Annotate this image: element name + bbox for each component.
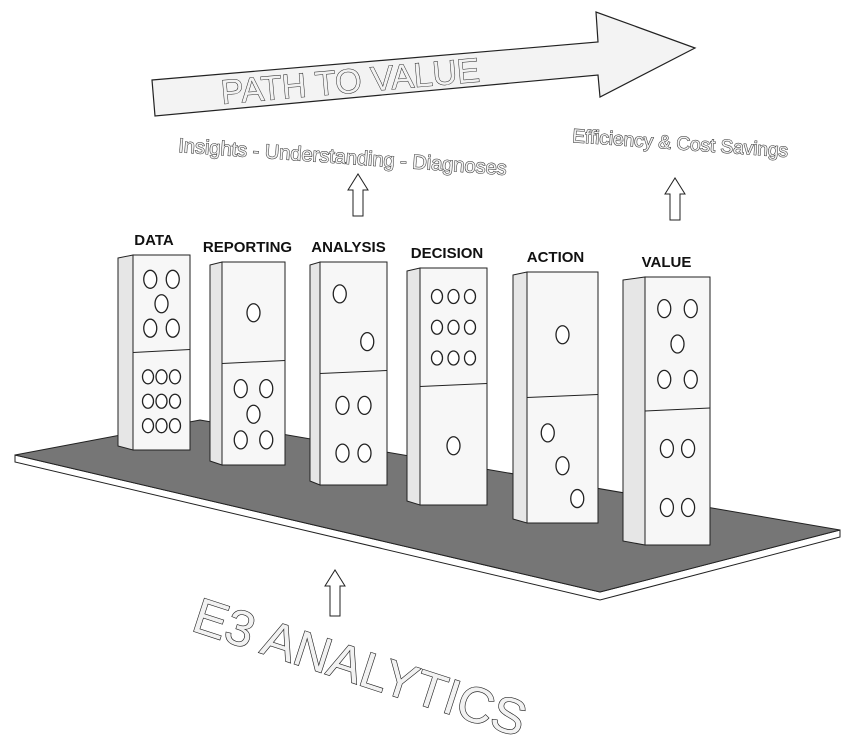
pip xyxy=(659,497,675,518)
pip xyxy=(165,318,180,338)
pip xyxy=(463,350,477,366)
pip xyxy=(168,418,182,434)
pip xyxy=(233,378,248,399)
domino-analysis: ANALYSIS xyxy=(309,239,388,486)
pip xyxy=(233,430,248,450)
pip xyxy=(360,331,375,352)
domino-side xyxy=(117,254,134,451)
domino-label: DECISION xyxy=(411,245,484,262)
domino-label: ANALYSIS xyxy=(311,239,385,256)
pip xyxy=(143,318,158,338)
pip xyxy=(430,350,444,366)
pip xyxy=(555,325,570,345)
pip xyxy=(463,288,477,305)
left-outcome-text: Insights - Understanding - Diagnoses xyxy=(178,135,508,180)
pip xyxy=(657,298,672,319)
domino-decision: DECISION xyxy=(406,245,488,506)
pip xyxy=(657,369,672,390)
domino-divider xyxy=(319,370,388,374)
domino-divider xyxy=(644,407,711,412)
pip xyxy=(680,497,696,518)
pip xyxy=(155,418,168,434)
domino-side xyxy=(209,261,223,466)
domino-action: ACTION xyxy=(512,249,599,524)
domino-value: VALUE xyxy=(622,254,711,546)
up-arrow-icon xyxy=(664,177,686,221)
pip xyxy=(332,284,347,304)
domino-side xyxy=(512,271,528,524)
pip xyxy=(357,443,372,463)
pip xyxy=(141,418,155,434)
domino-divider xyxy=(419,383,488,387)
pip xyxy=(141,369,155,385)
pip xyxy=(683,369,698,390)
domino-side xyxy=(309,261,321,486)
pip xyxy=(259,378,274,399)
domino-side xyxy=(406,267,421,506)
pip xyxy=(430,319,444,335)
pip xyxy=(246,303,261,323)
domino-label: VALUE xyxy=(642,254,692,271)
domino-label: ACTION xyxy=(527,249,585,266)
brand-text: E3 ANALYTICS xyxy=(187,587,534,744)
pip xyxy=(154,294,169,314)
pip xyxy=(168,369,182,385)
domino-divider xyxy=(526,394,599,398)
pip xyxy=(168,393,182,409)
up-arrow-icon xyxy=(347,173,369,217)
pip xyxy=(680,438,696,459)
pip xyxy=(447,350,460,366)
pip xyxy=(335,395,350,416)
pip xyxy=(143,269,158,289)
domino-side xyxy=(622,276,646,546)
pip xyxy=(357,395,372,416)
pip xyxy=(335,443,350,463)
path-to-value-arrow xyxy=(151,11,697,117)
domino-label: REPORTING xyxy=(203,239,292,256)
pip xyxy=(540,423,555,443)
pip xyxy=(165,269,180,289)
domino-data: DATA xyxy=(117,232,191,451)
pip xyxy=(246,404,261,424)
pip xyxy=(155,369,168,385)
domino-reporting: REPORTING xyxy=(203,239,292,466)
up-arrow-icon xyxy=(324,569,346,617)
pip xyxy=(463,319,477,335)
pip xyxy=(259,430,274,450)
pip xyxy=(555,456,570,476)
pip xyxy=(141,393,155,409)
pip xyxy=(447,288,460,305)
pip xyxy=(670,334,685,354)
arrow-title: PATH TO VALUE xyxy=(219,51,481,111)
right-outcome-text: Efficiency & Cost Savings xyxy=(572,126,789,162)
pip xyxy=(659,438,675,459)
domino-divider xyxy=(132,349,191,353)
pip xyxy=(446,436,461,456)
domino-face xyxy=(221,261,286,466)
pip xyxy=(155,393,168,409)
domino-label: DATA xyxy=(134,232,174,249)
domino-divider xyxy=(221,360,286,364)
pip xyxy=(430,288,444,305)
pip xyxy=(683,298,698,319)
pip xyxy=(447,319,460,335)
pip xyxy=(570,488,585,509)
